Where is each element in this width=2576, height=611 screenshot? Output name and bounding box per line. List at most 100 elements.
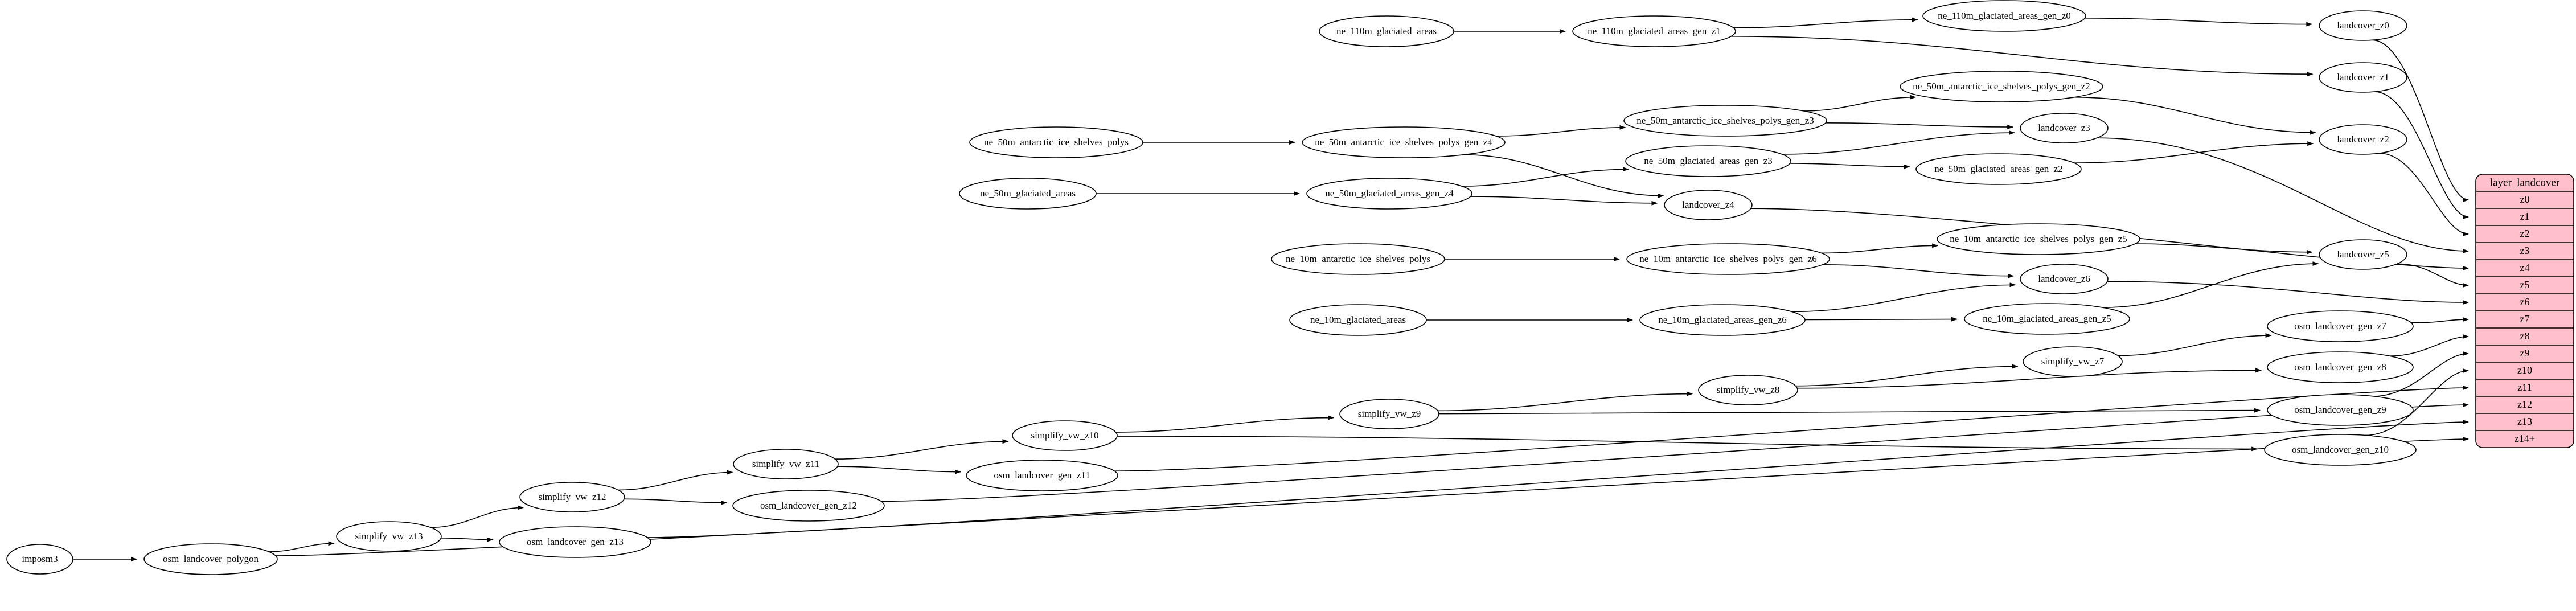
graph-node-landcover_z6[interactable]: landcover_z6 [2020, 264, 2109, 294]
graph-edge-ne_50m_antarctic_ice_shelves_polys_gen_z4--to--landcover_z4 [1463, 154, 1664, 198]
node-label: landcover_z6 [2038, 273, 2090, 284]
graph-node-landcover_z2[interactable]: landcover_z2 [2319, 124, 2407, 155]
node-label: ne_50m_antarctic_ice_shelves_polys [984, 137, 1129, 147]
node-label: ne_10m_glaciated_areas_gen_z5 [1983, 313, 2111, 324]
graph-node-ne_10m_antarctic_ice_shelves_polys_gen_z5[interactable]: ne_10m_antarctic_ice_shelves_polys_gen_z… [1937, 223, 2140, 255]
node-shape [2023, 346, 2123, 377]
graph-edge-landcover_z3--to--layer_landcover-z3 [2097, 137, 2469, 253]
record-row-z1[interactable]: z1 [2520, 211, 2530, 222]
graph-node-osm_landcover_gen_z12[interactable]: osm_landcover_gen_z12 [732, 490, 885, 522]
graph-node-osm_landcover_gen_z10[interactable]: osm_landcover_gen_z10 [2264, 434, 2417, 466]
graph-edge-osm_landcover_gen_z12--to--layer_landcover-z12 [881, 403, 2469, 502]
graph-edge-simplify_vw_z8--to--osm_landcover_gen_z8 [1797, 368, 2262, 389]
graph-node-landcover_z5[interactable]: landcover_z5 [2319, 239, 2407, 270]
node-shape [519, 482, 625, 512]
graph-node-landcover_z3[interactable]: landcover_z3 [2020, 113, 2109, 143]
graph-node-ne_10m_antarctic_ice_shelves_polys[interactable]: ne_10m_antarctic_ice_shelves_polys [1271, 243, 1445, 275]
graph-node-ne_50m_glaciated_areas[interactable]: ne_50m_glaciated_areas [959, 178, 1097, 210]
graph-node-ne_50m_glaciated_areas_gen_z4[interactable]: ne_50m_glaciated_areas_gen_z4 [1306, 178, 1472, 210]
graph-node-simplify_vw_z10[interactable]: simplify_vw_z10 [1012, 420, 1118, 451]
graph-edge-ne_10m_glaciated_areas_gen_z6--to--ne_10m_glaciated_areas_gen_z5 [1804, 317, 1958, 322]
graph-edge-osm_landcover_gen_z7--to--layer_landcover-z7 [2411, 317, 2469, 323]
graph-node-landcover_z0[interactable]: landcover_z0 [2319, 10, 2407, 41]
graph-node-ne_10m_glaciated_areas[interactable]: ne_10m_glaciated_areas [1289, 304, 1427, 336]
graph-edge-simplify_vw_z9--to--simplify_vw_z8 [1437, 391, 1693, 412]
node-label: landcover_z0 [2337, 20, 2389, 31]
node-shape [966, 460, 1118, 491]
graph-node-simplify_vw_z12[interactable]: simplify_vw_z12 [519, 482, 625, 512]
record-row-z12[interactable]: z12 [2517, 399, 2532, 410]
graph-edge-ne_10m_antarctic_ice_shelves_polys_gen_z6--to--ne_10m_antarctic_ice_shelves_polys_gen_z5 [1821, 243, 1939, 254]
graph-edge-simplify_vw_z12--to--simplify_vw_z11 [618, 470, 733, 491]
record-row-z14p[interactable]: z14+ [2515, 433, 2535, 444]
graph-node-simplify_vw_z13[interactable]: simplify_vw_z13 [336, 521, 442, 552]
graph-node-ne_10m_glaciated_areas_gen_z6[interactable]: ne_10m_glaciated_areas_gen_z6 [1639, 304, 1806, 336]
graph-node-imposm3[interactable]: imposm3 [6, 544, 73, 575]
graph-node-ne_110m_glaciated_areas[interactable]: ne_110m_glaciated_areas [1319, 15, 1454, 47]
graph-node-landcover_z4[interactable]: landcover_z4 [1664, 190, 1753, 220]
graph-node-osm_landcover_gen_z11[interactable]: osm_landcover_gen_z11 [966, 460, 1118, 491]
graph-node-ne_50m_antarctic_ice_shelves_polys[interactable]: ne_50m_antarctic_ice_shelves_polys [969, 126, 1143, 158]
record-row-z11[interactable]: z11 [2517, 382, 2532, 393]
node-shape [1922, 0, 2086, 32]
node-label: simplify_vw_z10 [1031, 430, 1099, 441]
node-shape [1937, 223, 2140, 255]
node-label: ne_10m_glaciated_areas [1310, 314, 1406, 325]
graph-node-landcover_z1[interactable]: landcover_z1 [2319, 62, 2407, 93]
graph-edge-ne_10m_antarctic_ice_shelves_polys_gen_z6--to--landcover_z6 [1822, 264, 2015, 278]
record-row-z2[interactable]: z2 [2520, 228, 2530, 239]
graph-node-ne_50m_antarctic_ice_shelves_polys_gen_z4[interactable]: ne_50m_antarctic_ice_shelves_polys_gen_z… [1302, 126, 1506, 158]
graph-node-ne_50m_glaciated_areas_gen_z2[interactable]: ne_50m_glaciated_areas_gen_z2 [1915, 153, 2082, 185]
node-label: simplify_vw_z13 [355, 531, 423, 542]
graph-node-ne_10m_glaciated_areas_gen_z5[interactable]: ne_10m_glaciated_areas_gen_z5 [1964, 303, 2130, 335]
graph-node-simplify_vw_z7[interactable]: simplify_vw_z7 [2023, 346, 2123, 377]
graph-edge-ne_10m_glaciated_areas_gen_z5--to--landcover_z5 [2102, 261, 2319, 308]
node-shape [1626, 243, 1830, 275]
node-shape [1698, 375, 1798, 405]
record-table[interactable]: layer_landcoverz0z1z2z3z4z5z6z7z8z9z10z1… [2475, 174, 2574, 448]
node-label: ne_50m_glaciated_areas_gen_z3 [1644, 155, 1773, 166]
node-label: simplify_vw_z8 [1717, 384, 1780, 395]
graph-node-ne_50m_glaciated_areas_gen_z3[interactable]: ne_50m_glaciated_areas_gen_z3 [1625, 145, 1791, 177]
graph-edge-ne_50m_glaciated_areas_gen_z4--to--ne_50m_glaciated_areas_gen_z3 [1462, 167, 1629, 187]
graph-node-ne_110m_glaciated_areas_gen_z1[interactable]: ne_110m_glaciated_areas_gen_z1 [1572, 15, 1736, 47]
node-label: osm_landcover_gen_z12 [760, 500, 857, 511]
node-shape [2319, 62, 2407, 93]
graph-node-simplify_vw_z9[interactable]: simplify_vw_z9 [1339, 399, 1439, 429]
record-row-z13[interactable]: z13 [2517, 416, 2532, 427]
graph-edge-landcover_z5--to--layer_landcover-z5 [2397, 263, 2469, 288]
record-row-z0[interactable]: z0 [2520, 194, 2530, 205]
graph-edge-simplify_vw_z13--to--simplify_vw_z12 [430, 505, 524, 528]
graph-node-ne_110m_glaciated_areas_gen_z0[interactable]: ne_110m_glaciated_areas_gen_z0 [1922, 0, 2086, 32]
graph-node-simplify_vw_z8[interactable]: simplify_vw_z8 [1698, 375, 1798, 405]
node-shape [1302, 126, 1506, 158]
graph-node-ne_50m_antarctic_ice_shelves_polys_gen_z2[interactable]: ne_50m_antarctic_ice_shelves_polys_gen_z… [1900, 71, 2103, 102]
graph-node-osm_landcover_polygon[interactable]: osm_landcover_polygon [143, 543, 278, 575]
node-label: ne_110m_glaciated_areas [1336, 26, 1437, 36]
graph-node-ne_50m_antarctic_ice_shelves_polys_gen_z3[interactable]: ne_50m_antarctic_ice_shelves_polys_gen_z… [1623, 105, 1827, 137]
graph-node-ne_10m_antarctic_ice_shelves_polys_gen_z6[interactable]: ne_10m_antarctic_ice_shelves_polys_gen_z… [1626, 243, 1830, 275]
graph-edge-ne_110m_glaciated_areas_gen_z0--to--landcover_z0 [2085, 18, 2313, 27]
node-shape [2319, 10, 2407, 41]
graph-edge-simplify_vw_z13--to--osm_landcover_gen_z13 [441, 537, 494, 542]
node-shape [1664, 190, 1753, 220]
record-row-z10[interactable]: z10 [2517, 364, 2532, 376]
record-row-z8[interactable]: z8 [2520, 330, 2530, 342]
record-row-z7[interactable]: z7 [2520, 313, 2530, 325]
record-row-z6[interactable]: z6 [2520, 296, 2530, 307]
record-row-z3[interactable]: z3 [2520, 245, 2530, 256]
graph-node-osm_landcover_gen_z7[interactable]: osm_landcover_gen_z7 [2267, 310, 2414, 342]
graph-node-osm_landcover_gen_z9[interactable]: osm_landcover_gen_z9 [2267, 394, 2414, 426]
graph-node-simplify_vw_z11[interactable]: simplify_vw_z11 [733, 449, 839, 479]
record-row-z4[interactable]: z4 [2520, 262, 2530, 273]
graph-edge-ne_50m_antarctic_ice_shelves_polys_gen_z2--to--landcover_z2 [2074, 96, 2316, 135]
record-row-z5[interactable]: z5 [2520, 279, 2530, 290]
graph-node-osm_landcover_gen_z13[interactable]: osm_landcover_gen_z13 [499, 526, 651, 558]
node-shape [1639, 304, 1806, 336]
node-label: imposm3 [22, 553, 58, 564]
node-shape [2267, 351, 2414, 383]
record-row-z9[interactable]: z9 [2520, 347, 2530, 359]
node-shape [1900, 71, 2103, 102]
node-shape [959, 178, 1097, 210]
graph-node-osm_landcover_gen_z8[interactable]: osm_landcover_gen_z8 [2267, 351, 2414, 383]
